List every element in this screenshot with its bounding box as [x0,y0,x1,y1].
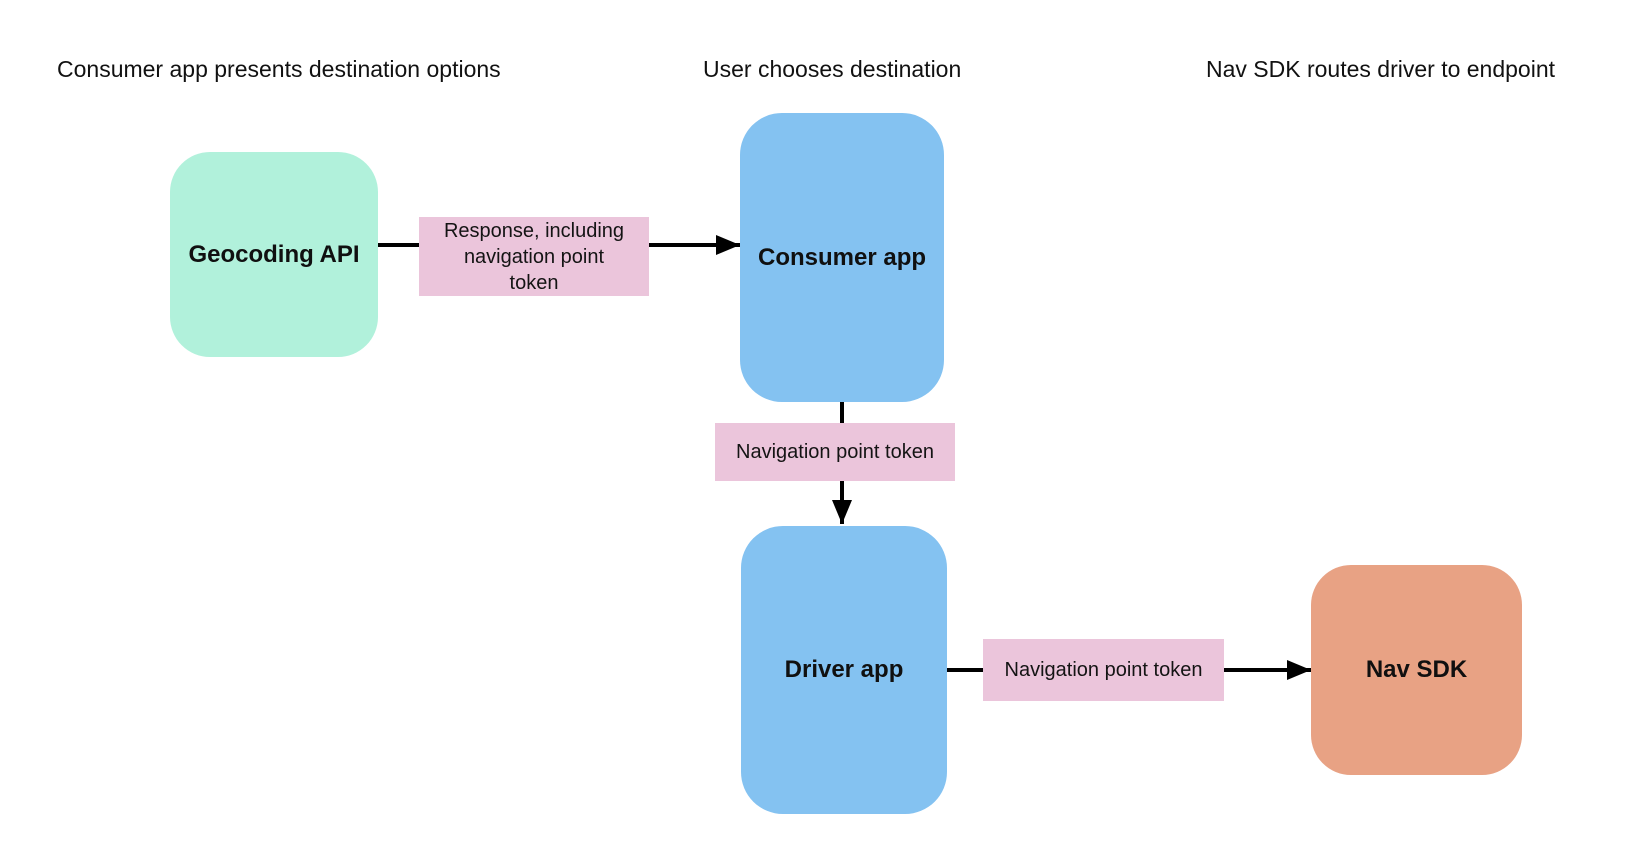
edge-label-response-token: Response, including navigation point tok… [419,217,649,296]
edge-label-navigation-point-token-vertical-text: Navigation point token [736,441,934,463]
node-consumer-app: Consumer app [740,113,944,402]
node-consumer-app-label: Consumer app [757,243,927,271]
node-nav-sdk: Nav SDK [1311,565,1522,775]
edge-label-navigation-point-token-vertical: Navigation point token [715,423,955,481]
edge-label-navigation-point-token-horizontal: Navigation point token [983,639,1224,701]
node-geocoding-api: Geocoding API [170,152,378,357]
node-geocoding-api-label: Geocoding API [188,240,360,268]
column-header-user-chooses: User chooses destination [703,56,962,82]
column-header-consumer-presents: Consumer app presents destination option… [57,56,501,82]
node-driver-app: Driver app [741,526,947,814]
column-header-navsdk-routes: Nav SDK routes driver to endpoint [1206,56,1556,82]
edge-label-response-token-text: Response, including navigation point tok… [443,219,625,294]
edge-label-navigation-point-token-horizontal-text: Navigation point token [1004,659,1203,681]
node-driver-app-label: Driver app [784,656,904,683]
node-nav-sdk-label: Nav SDK [1365,656,1468,683]
